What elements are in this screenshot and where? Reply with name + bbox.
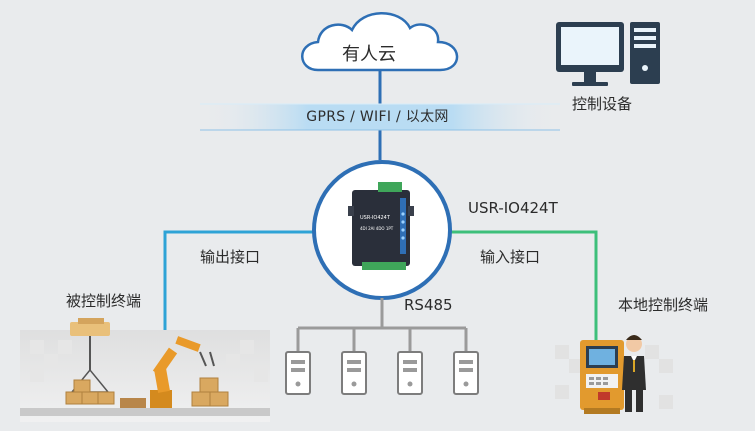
device-spec-text: 4DI 2AI 4DO 1PT: [360, 226, 394, 231]
input-port-label: 输入接口: [480, 248, 541, 266]
device-model-text: USR-IO424T: [360, 215, 390, 221]
output-link-line: [163, 230, 318, 330]
controlled-terminal-label: 被控制终端: [66, 292, 142, 310]
computer-icon: [556, 22, 660, 86]
rs485-bus: [296, 298, 468, 352]
output-port-label: 输出接口: [200, 248, 261, 266]
rs485-module-icon: [397, 351, 423, 395]
gateway-model-label: USR-IO424T: [468, 199, 558, 217]
network-label: GPRS / WIFI / 以太网: [306, 109, 449, 125]
gateway-device-icon: [348, 182, 414, 270]
rs485-module-icon: [285, 351, 311, 395]
local-terminal-label: 本地控制终端: [618, 296, 709, 314]
rs485-module-icon: [341, 351, 367, 395]
cloud-label: 有人云: [342, 44, 396, 65]
local-terminal-operator-icon: [555, 335, 673, 414]
rs485-module-icon: [453, 351, 479, 395]
network-band: [200, 104, 560, 130]
input-link-line: [446, 230, 598, 340]
warehouse-robot-scene-icon: [20, 318, 270, 422]
control-device-label: 控制设备: [572, 95, 633, 113]
rs485-label: RS485: [404, 296, 453, 314]
cloud-icon: [301, 12, 459, 72]
